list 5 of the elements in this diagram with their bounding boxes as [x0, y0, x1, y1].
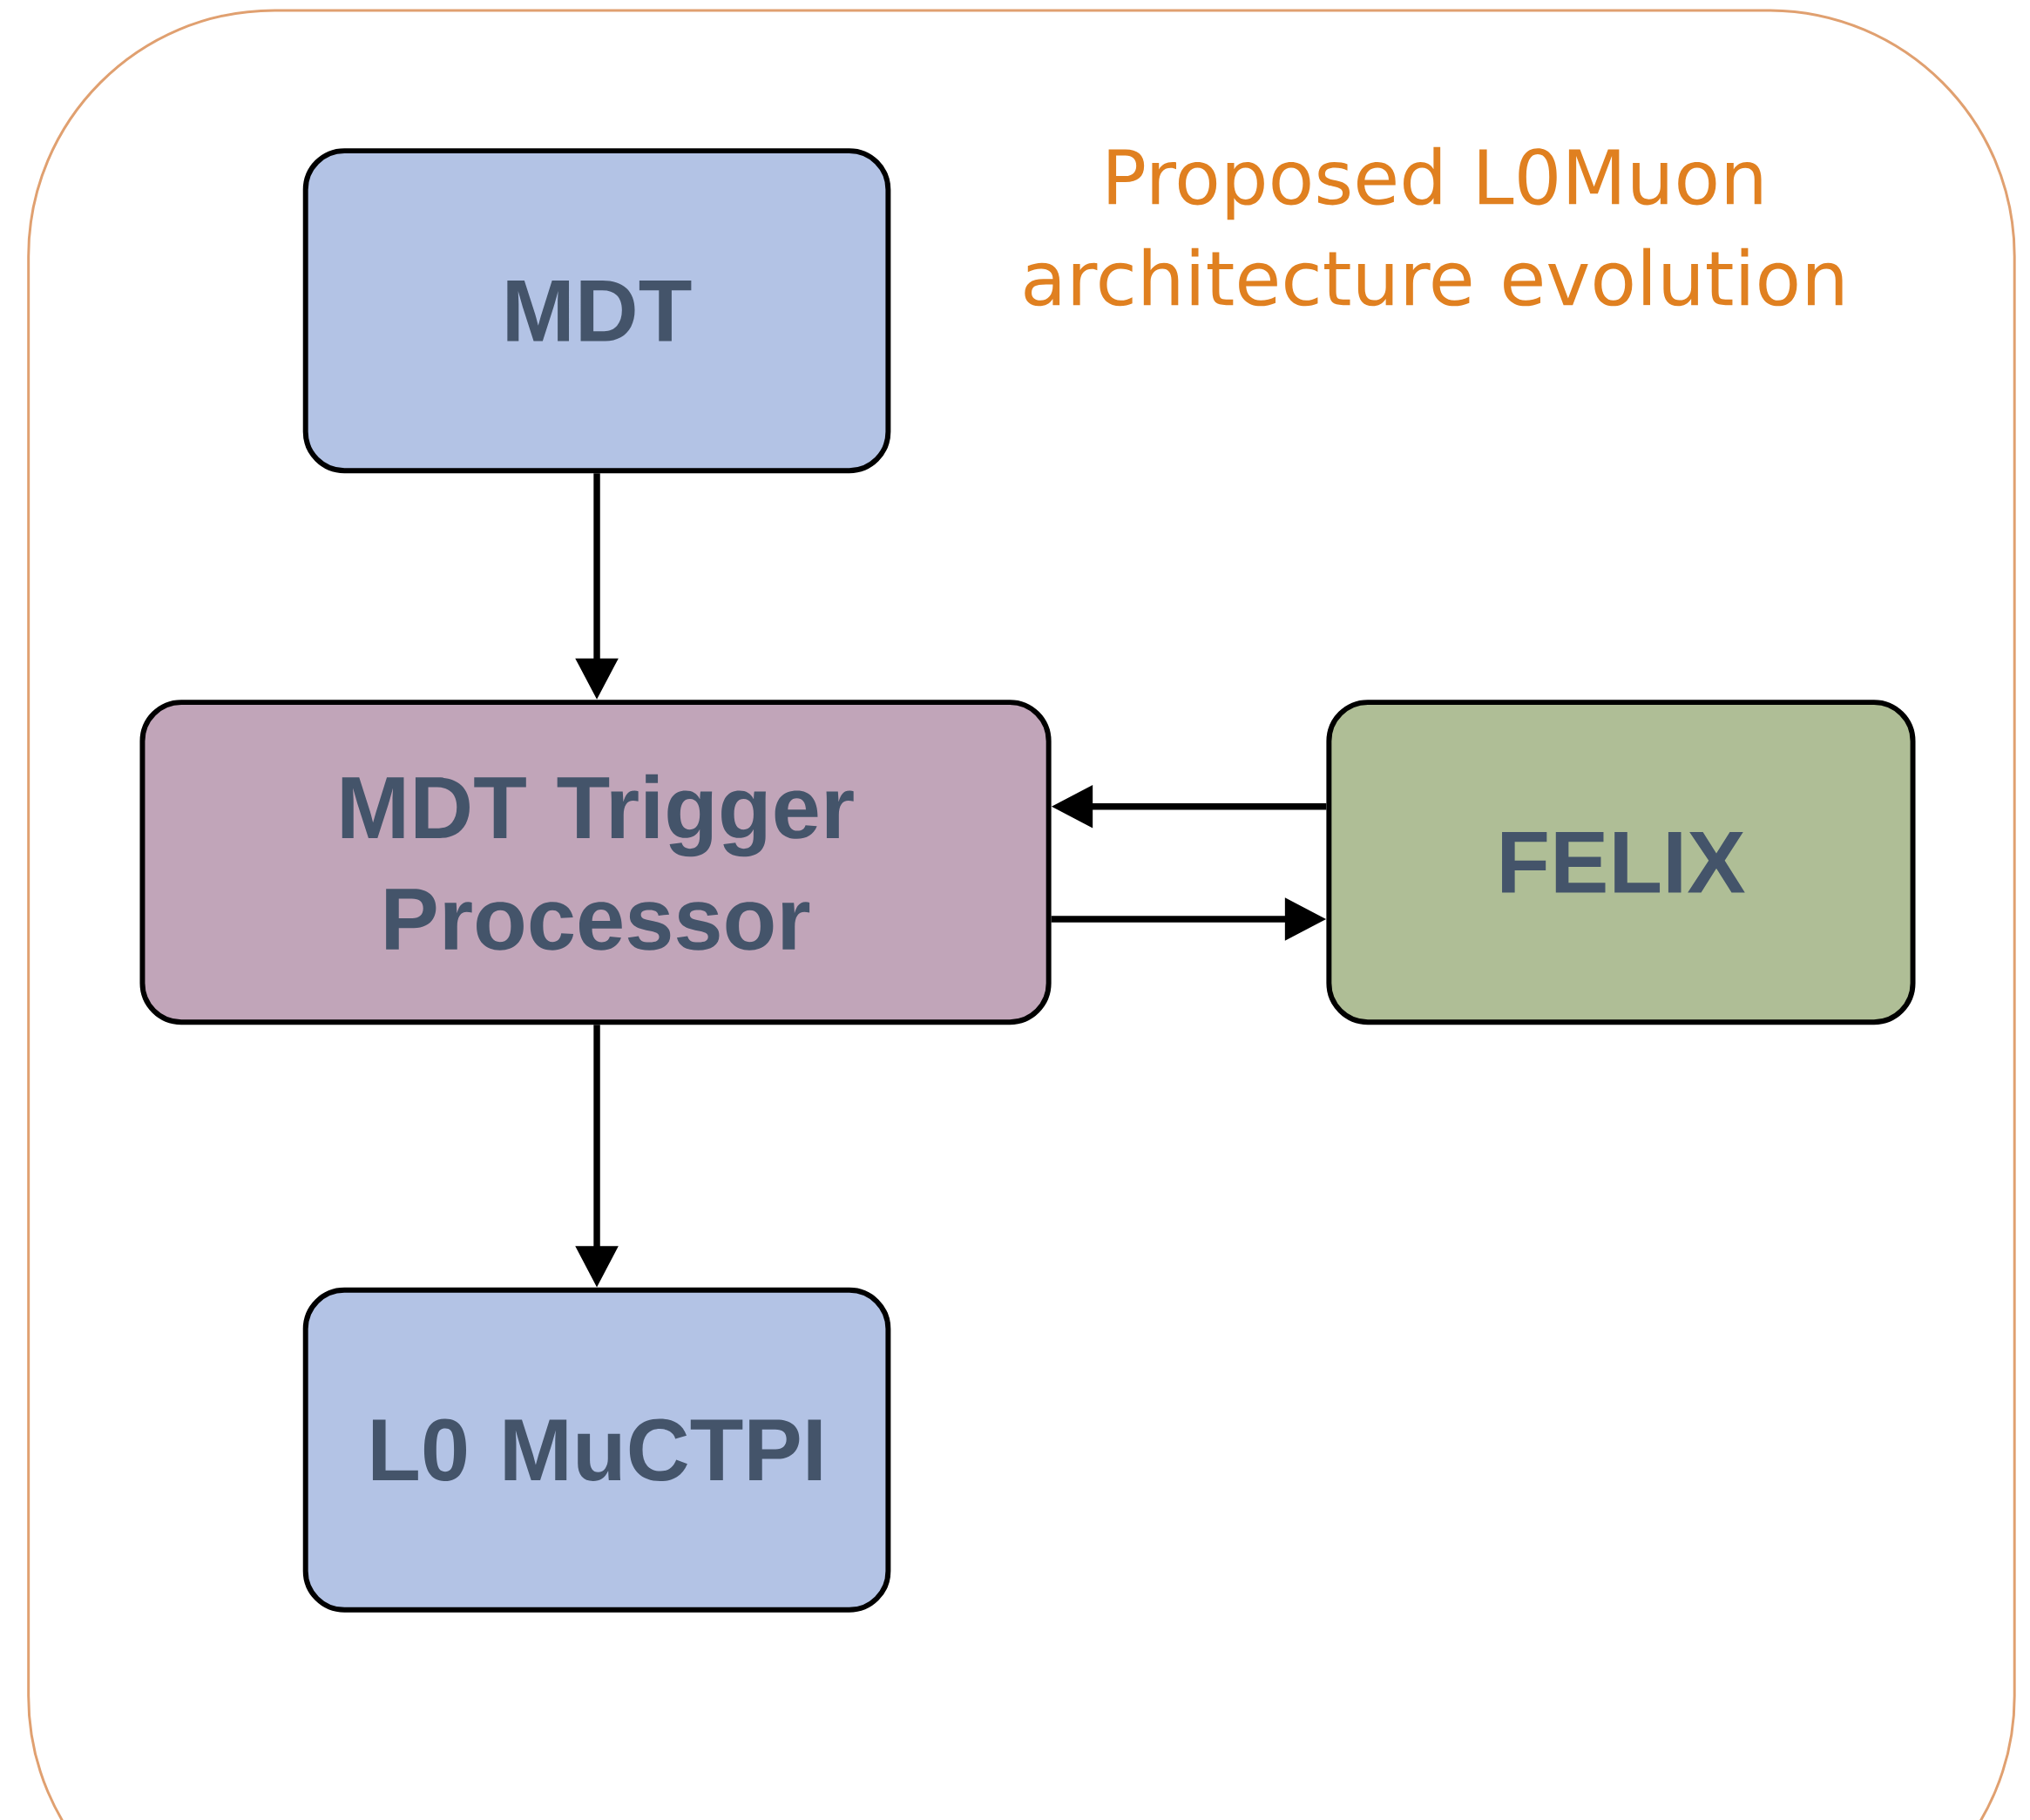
- process-box: L0 MuCTPI: [302, 1287, 891, 1613]
- process-box: FELIX: [1326, 700, 1916, 1025]
- process-box: MDT Trigger Processor: [139, 700, 1052, 1025]
- process-box: MDT: [302, 148, 891, 473]
- title: Proposed L0Muon architecture evolution: [1025, 146, 1843, 307]
